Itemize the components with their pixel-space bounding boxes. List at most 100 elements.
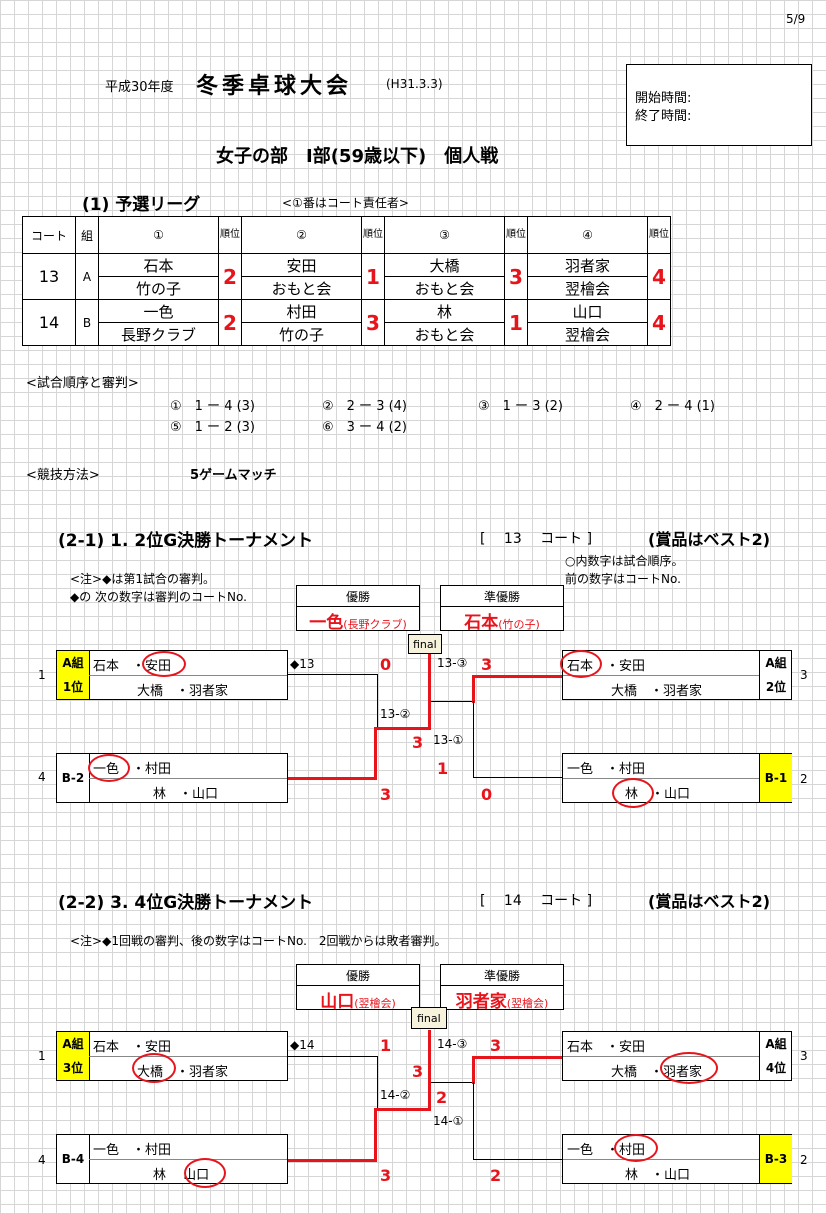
t1-final-label: final <box>408 634 442 654</box>
t2-lt-line1: 石本 ・安田 <box>93 1040 172 1055</box>
t2-match-2: 14-② <box>380 1088 411 1102</box>
t1-lb-num: 4 <box>38 770 46 784</box>
t2-rb-mark <box>614 1134 658 1162</box>
court-number: 13 <box>22 253 76 300</box>
t1-score-lb: 3 <box>380 785 392 804</box>
match-order-item: ③ 1 ー 3 (2) <box>478 399 564 414</box>
header-p3: ③ <box>384 216 505 254</box>
t1-right-bot-box: B-1 一色 ・村田 林 ・山口 <box>562 753 792 803</box>
t1-score-final-l: 1 <box>437 759 449 778</box>
t1-title: (2-1) 1. 2位G決勝トーナメント <box>58 531 314 551</box>
t1-match-1: 13-① <box>433 733 464 747</box>
t2-lb-line1: 一色 ・村田 <box>93 1143 172 1158</box>
t2-left-bot-box: B-4 一色 ・村田 林 山口 <box>56 1134 288 1184</box>
player-name: 村田 <box>241 299 362 323</box>
player-rank: 1 <box>361 253 385 300</box>
t2-runner: 羽者家(翌檜会) <box>455 992 549 1012</box>
player-rank: 4 <box>647 253 671 300</box>
t1-court: [ 13 コート ] <box>480 531 593 547</box>
t2-lb-num: 4 <box>38 1153 46 1167</box>
t2-prize: (賞品はベスト2) <box>648 892 771 911</box>
t1-rt-mark <box>560 650 602 678</box>
t2-match-3: 14-③ <box>437 1037 468 1051</box>
t2-rb-seed: B-3 <box>759 1135 792 1183</box>
t1-rt-line2: 大橋 ・羽者家 <box>611 684 703 699</box>
t2-note1: <注>◆1回戦の審判、後の数字はコートNo. 2回戦からは敗者審判。 <box>70 934 447 948</box>
t1-lb-seed: B-2 <box>57 754 90 802</box>
t1-prize: (賞品はベスト2) <box>648 530 771 549</box>
player-name: 安田 <box>241 253 362 277</box>
player-club: おもと会 <box>384 276 505 300</box>
header-p2: ② <box>241 216 362 254</box>
player-rank: 2 <box>218 299 242 346</box>
t2-umpire: ◆14 <box>290 1038 315 1052</box>
player-rank: 3 <box>361 299 385 346</box>
method-value: 5ゲームマッチ <box>190 468 277 483</box>
start-time-label: 開始時間: <box>635 91 692 106</box>
t1-score-lt: 0 <box>380 655 392 674</box>
t1-rb-seed: B-1 <box>759 754 792 802</box>
match-order-item: ④ 2 ー 4 (1) <box>630 399 716 414</box>
t1-winner-label: 優勝 <box>345 590 370 604</box>
header-court: コート <box>22 216 76 254</box>
t1-rb-num: 2 <box>800 772 808 786</box>
t2-rb-num: 2 <box>800 1153 808 1167</box>
division-title: 女子の部 Ⅰ部(59歳以下) 個人戦 <box>216 146 499 167</box>
t2-rt-mark <box>660 1052 718 1084</box>
t1-winner: 一色(長野クラブ) <box>309 613 407 633</box>
t1-lt-num: 1 <box>38 668 46 682</box>
player-name: 羽者家 <box>527 253 648 277</box>
t1-winner-box: 優勝 一色(長野クラブ) <box>296 585 420 633</box>
t2-score-final: 2 <box>436 1088 448 1107</box>
t1-note-right2: 前の数字はコートNo. <box>565 572 681 586</box>
method-label: <競技方法> <box>26 468 100 483</box>
player-name: 林 <box>384 299 505 323</box>
event-date: (H31.3.3) <box>386 77 443 91</box>
match-order-item: ⑥ 3 ー 4 (2) <box>322 420 408 435</box>
t2-match-1: 14-① <box>433 1114 464 1128</box>
t2-title: (2-2) 3. 4位G決勝トーナメント <box>58 893 314 913</box>
t2-rt-num: 3 <box>800 1049 808 1063</box>
t1-rt-num: 3 <box>800 668 808 682</box>
player-club: おもと会 <box>384 322 505 346</box>
t2-winner-label: 優勝 <box>345 969 370 983</box>
t2-runner-label: 準優勝 <box>483 969 520 983</box>
t2-score-rb: 2 <box>490 1166 502 1185</box>
player-rank: 3 <box>504 253 528 300</box>
t2-rb-line2: 林 ・山口 <box>625 1168 691 1183</box>
match-order-item: ② 2 ー 3 (4) <box>322 399 408 414</box>
player-rank: 2 <box>218 253 242 300</box>
page-number: 5/9 <box>786 12 806 26</box>
t1-rb-mark <box>612 778 654 808</box>
t2-right-bot-box: B-3 一色 ・村田 林 ・山口 <box>562 1134 792 1184</box>
league-note: <①番はコート責任者> <box>282 196 409 210</box>
t1-lt-mark <box>142 651 186 677</box>
header-p4: ④ <box>527 216 648 254</box>
t1-score-rt: 3 <box>481 655 493 674</box>
t2-lt-num: 1 <box>38 1049 46 1063</box>
t1-score-rb: 0 <box>481 785 493 804</box>
t2-winner-box: 優勝 山口(翌檜会) <box>296 964 420 1012</box>
player-club: 竹の子 <box>241 322 362 346</box>
t1-rb-line1: 一色 ・村田 <box>567 762 646 777</box>
player-name: 石本 <box>98 253 219 277</box>
group-label: A <box>75 253 99 300</box>
header-rank: 順位 <box>218 216 242 254</box>
player-name: 一色 <box>98 299 219 323</box>
time-box: 開始時間: 終了時間: <box>626 64 812 146</box>
t2-court: [ 14 コート ] <box>480 893 593 909</box>
header-p1: ① <box>98 216 219 254</box>
league-title: (1) 予選リーグ <box>82 195 201 215</box>
t1-runner-box: 準優勝 石本(竹の子) <box>440 585 564 633</box>
t1-lb-line2: 林 ・山口 <box>153 787 219 802</box>
match-order-item: ⑤ 1 ー 2 (3) <box>170 420 256 435</box>
header-rank: 順位 <box>504 216 528 254</box>
match-order-item: ① 1 ー 4 (3) <box>170 399 256 414</box>
t2-final-label: final <box>411 1007 447 1029</box>
player-club: 竹の子 <box>98 276 219 300</box>
header-rank: 順位 <box>647 216 671 254</box>
t1-runner-label: 準優勝 <box>483 590 520 604</box>
